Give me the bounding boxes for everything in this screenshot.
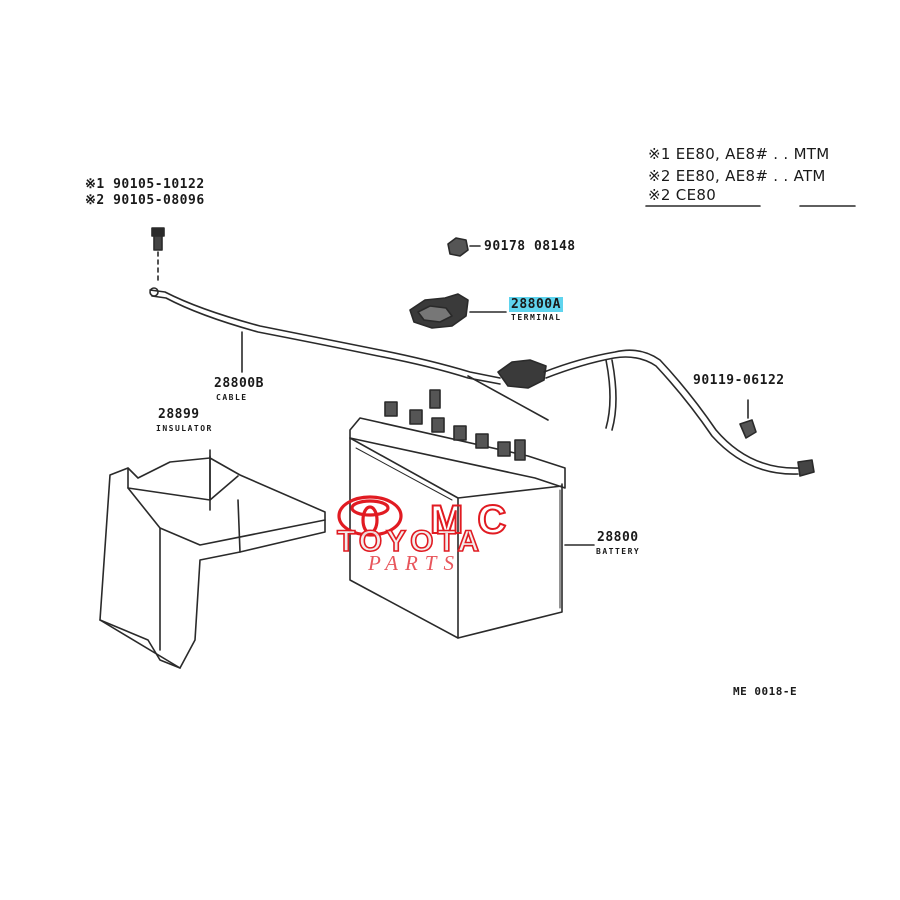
battery-part-name: BATTERY (596, 547, 641, 556)
toyota-logo-icon (337, 495, 403, 537)
watermark-mc: MC (429, 498, 521, 542)
cable-drawing (149, 287, 501, 385)
battery-drawing (349, 389, 595, 639)
nut-icon (447, 237, 481, 257)
bolt-icon (151, 227, 165, 283)
legend-mark: ※2 (648, 186, 671, 204)
legend-row-2: ※2 EE80, AE8# . . ATM (648, 169, 826, 184)
terminal-part-number: 28800A (509, 297, 563, 312)
cable-part-name: CABLE (216, 393, 248, 402)
insulator-drawing (99, 449, 326, 669)
clamp-part-number: 90119-06122 (693, 373, 785, 388)
bolt-mark: ※2 (85, 193, 105, 208)
bolt-part-number-1: ※1 90105-10122 (85, 178, 205, 191)
battery-part-number: 28800 (597, 530, 639, 545)
clamp-icon (739, 399, 757, 439)
insulator-part-number: 28899 (158, 407, 200, 422)
legend-row-3: ※2 CE80 (648, 188, 716, 203)
diagram-code: ME 0018-E (733, 685, 798, 698)
bolt-part: 90105-08096 (113, 193, 205, 208)
cable-part-number: 28800B (214, 376, 264, 391)
legend-mark: ※2 (648, 167, 671, 185)
legend-row-1: ※1 EE80, AE8# . . MTM (648, 147, 830, 162)
positive-cable-drawing (467, 349, 815, 477)
terminal-part-name: TERMINAL (511, 313, 562, 322)
nut-part-number: 90178 08148 (484, 239, 576, 254)
legend-mark: ※1 (648, 145, 671, 163)
legend-text: CE80 (675, 186, 717, 204)
terminal-number-highlight: 28800A (509, 297, 563, 312)
legend-text: EE80, AE8# . . ATM (675, 167, 826, 185)
bolt-mark: ※1 (85, 177, 105, 192)
legend-text: EE80, AE8# . . MTM (675, 145, 830, 163)
insulator-part-name: INSULATOR (156, 424, 213, 433)
watermark-parts: PARTS (368, 551, 461, 575)
watermark-toyota: TOYOTA (336, 525, 484, 558)
bolt-part-number-2: ※2 90105-08096 (85, 194, 205, 207)
bolt-part: 90105-10122 (113, 177, 205, 192)
terminal-drawing (409, 293, 507, 329)
